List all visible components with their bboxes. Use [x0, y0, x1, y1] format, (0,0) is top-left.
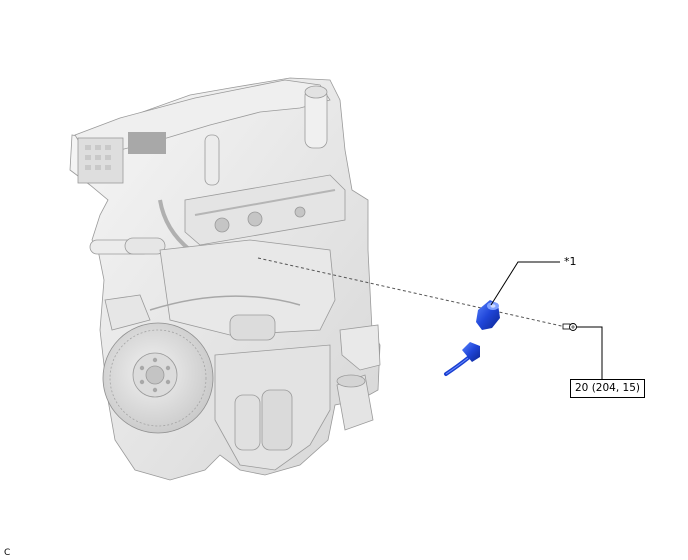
engine-illustration	[69, 77, 381, 481]
illustration-id: C	[4, 548, 11, 558]
callout-leader-1	[490, 261, 560, 306]
callout-label-part-1: *1	[564, 255, 577, 268]
part-1-sensor	[476, 300, 500, 330]
torque-leader	[576, 326, 603, 380]
bolt	[562, 323, 577, 331]
sensor-connector	[444, 342, 480, 376]
torque-spec-label: 20 (204, 15)	[570, 379, 645, 398]
